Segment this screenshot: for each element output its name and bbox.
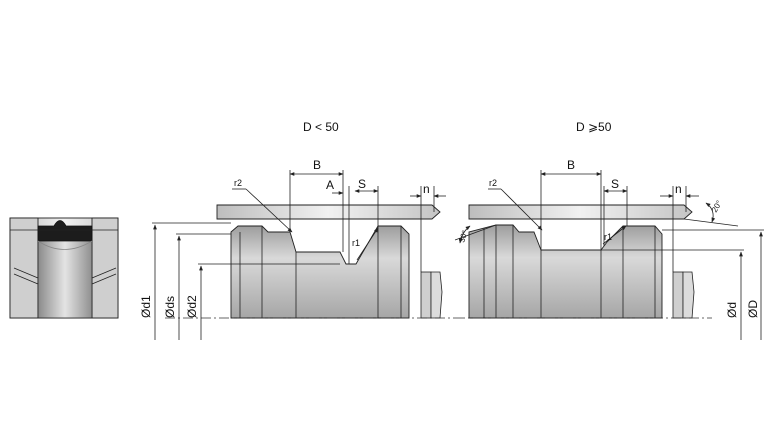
section-view [9, 217, 119, 319]
title-left: D < 50 [303, 120, 339, 134]
label-d2: Ød2 [185, 295, 199, 318]
label-n-right: n [675, 182, 682, 196]
label-d1: Ød1 [139, 295, 153, 318]
rod-right [468, 204, 693, 220]
label-ds: Øds [163, 296, 177, 318]
label-r2-right: r2 [489, 178, 497, 188]
label-r1-right: r1 [604, 232, 612, 242]
label-D: ØD [746, 300, 760, 318]
label-angle-20: 20° [710, 199, 724, 214]
label-B-left: B [313, 158, 321, 172]
label-r2-left: r2 [234, 178, 242, 188]
left-drawing: D < 50 B A S n r1 [139, 120, 455, 340]
label-angle-30: 30° [457, 229, 469, 243]
rod-left [216, 204, 441, 220]
label-B-right: B [567, 158, 575, 172]
label-r1-left: r1 [352, 238, 360, 248]
right-drawing: D ⩾50 B S n r1 [454, 120, 764, 340]
label-S-left: S [358, 177, 366, 191]
label-d: Ød [725, 302, 739, 318]
title-right: D ⩾50 [576, 120, 612, 134]
label-A-left: A [326, 178, 334, 192]
label-n-left: n [423, 182, 430, 196]
label-S-right: S [611, 177, 619, 191]
seal-ring-black [37, 220, 93, 242]
